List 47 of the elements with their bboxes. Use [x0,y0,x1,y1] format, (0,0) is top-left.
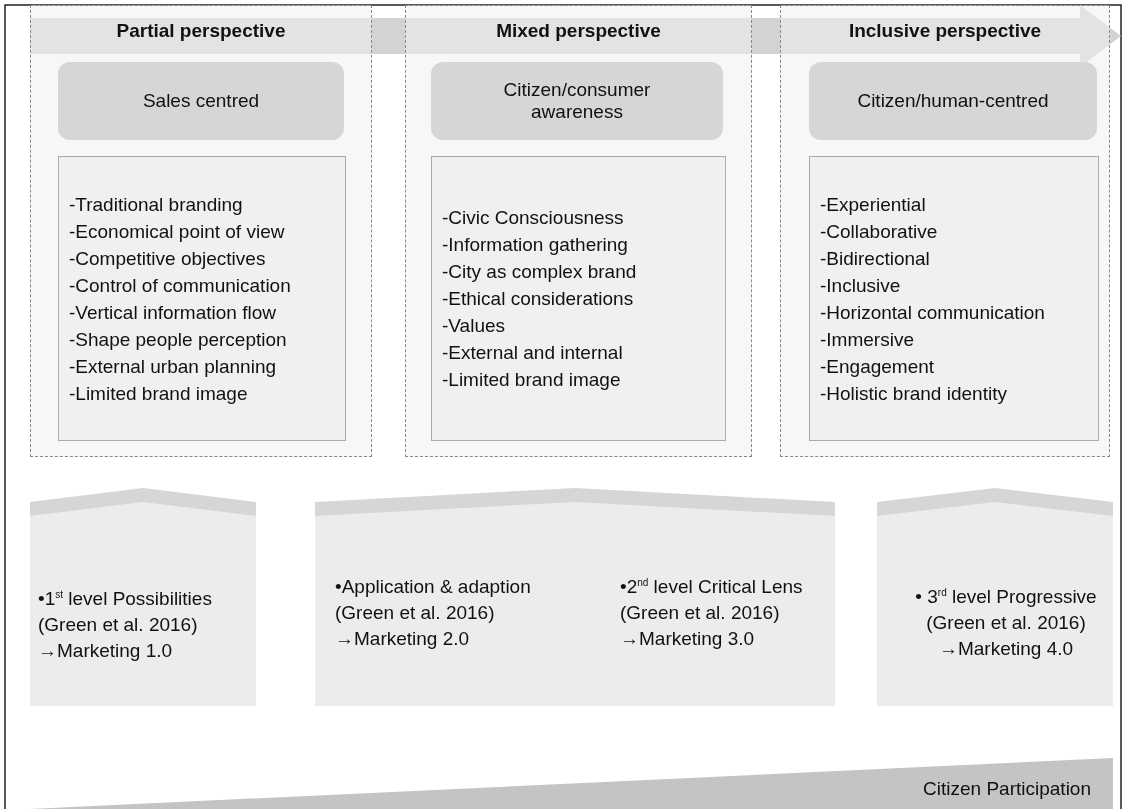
level-text: • 3$^{rd}$ level Progressive (Green et al. 2016) [914,585,1098,635]
list-item: -External urban planning [69,354,278,379]
list-item: -Civic Consciousness [442,206,625,230]
list-item: -Horizontal communication [820,300,1046,325]
panel-heading: Inclusive perspective [847,20,1043,42]
level-text: •Application & adaption (Green et al. 2016) [335,575,532,625]
list-item: -Shape people perception [69,327,288,352]
list-item: -Limited brand image [69,381,249,406]
level-text: →Marketing 1.0 [38,639,174,663]
panel-heading: Mixed perspective [495,20,662,42]
perspective-panel [30,5,372,457]
level-text: →Marketing 4.0 [937,637,1075,661]
level-text: •1$^{st}$ level Possibilities (Green et al. 2016) [38,587,213,637]
attribute-list-box [58,156,346,441]
level-block [30,488,256,706]
list-item: -Immersive [820,327,915,352]
list-item: -Traditional branding [69,192,244,217]
perspective-panel [780,5,1110,457]
panel-heading: Partial perspective [115,20,287,42]
list-item: -Experiential [820,192,927,217]
category-box: Sales centred [58,62,344,140]
list-item: -External and internal [442,341,624,365]
list-item: -Control of communication [69,273,292,298]
level-block [315,488,835,706]
list-item: -Limited brand image [442,368,622,392]
list-item: -Information gathering [442,233,629,257]
list-item: -Collaborative [820,219,939,244]
category-box: Citizen/human-centred [809,62,1097,140]
list-item: -Economical point of view [69,219,286,244]
level-text: →Marketing 3.0 [620,627,756,651]
attribute-list-box [431,156,726,441]
list-item: -City as complex brand [442,260,638,284]
list-item: -Vertical information flow [69,300,277,325]
level-text: •2$^{nd}$ level Critical Lens (Green et al. 2016) [620,575,804,625]
level-block [877,488,1113,706]
list-item: -Holistic brand identity [820,381,1008,406]
list-item: -Ethical considerations [442,287,635,311]
list-item: -Inclusive [820,273,902,298]
level-text: →Marketing 2.0 [335,627,471,651]
list-item: -Engagement [820,354,936,379]
list-item: -Values [442,314,506,338]
list-item: -Competitive objectives [69,246,267,271]
attribute-list-box [809,156,1099,441]
wedge-label: Citizen Participation [923,777,1091,801]
category-box: Citizen/consumer awareness [431,62,723,140]
perspective-panel [405,5,752,457]
list-item: -Bidirectional [820,246,931,271]
